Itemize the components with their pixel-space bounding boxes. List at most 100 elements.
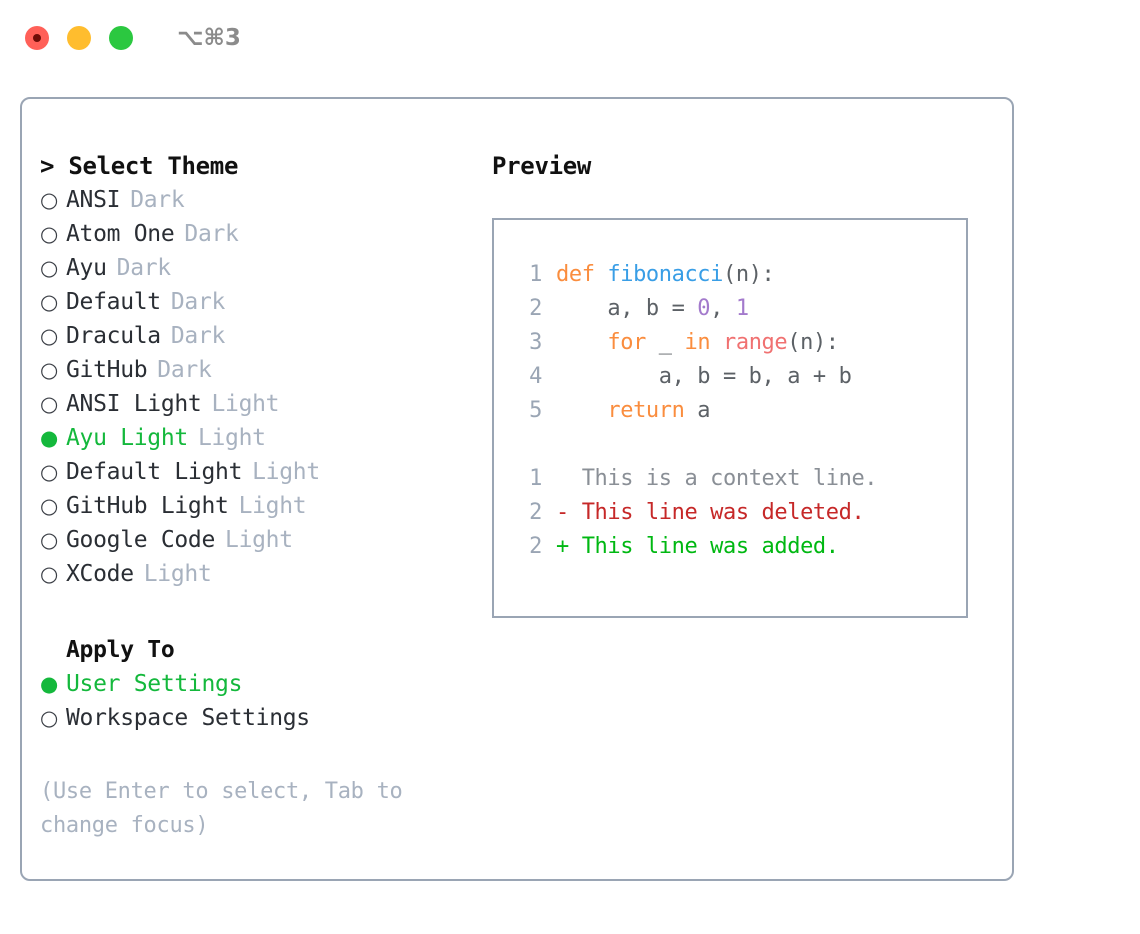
theme-option-ayu[interactable]: ○ Ayu Dark: [40, 251, 492, 285]
theme-option-label: ANSI: [66, 187, 121, 213]
theme-option-label: Default: [66, 289, 161, 315]
theme-option-variant-tag: Light: [238, 493, 307, 519]
code-token: _: [658, 330, 685, 355]
radio-unselected-icon: ○: [40, 256, 59, 280]
radio-unselected-icon: ○: [40, 324, 59, 348]
preview-heading: Preview: [492, 152, 592, 180]
diff-marker: [556, 462, 569, 496]
code-token: range: [723, 330, 788, 355]
diff-line: 2- This line was deleted.: [512, 496, 966, 530]
radio-unselected-icon: ○: [40, 494, 59, 518]
code-token: 0: [697, 296, 711, 321]
diff-marker: +: [556, 534, 569, 559]
code-token: a, b =: [556, 296, 698, 321]
close-button-icon[interactable]: [25, 26, 49, 50]
radio-unselected-icon: ○: [40, 460, 59, 484]
window-controls: [25, 26, 133, 50]
theme-option-variant-tag: Light: [143, 561, 212, 587]
code-line-text: a, b = 0, 1: [556, 292, 749, 326]
code-line-text: a, b = b, a + b: [556, 360, 852, 394]
code-line: 4 a, b = b, a + b: [512, 360, 966, 394]
apply-to-option-user-settings[interactable]: ●User Settings: [40, 667, 492, 701]
theme-option-variant-tag: Light: [225, 527, 293, 553]
code-token: (n):: [787, 330, 839, 355]
apply-to-heading: Apply To: [66, 637, 175, 663]
radio-unselected-icon: ○: [40, 188, 59, 212]
radio-unselected-icon: ○: [40, 706, 59, 730]
code-line-text: for _ in range(n):: [556, 326, 839, 360]
radio-unselected-icon: ○: [40, 562, 59, 586]
code-token: a: [697, 398, 711, 423]
theme-option-variant-tag: Dark: [170, 323, 226, 349]
title-bar: ⌥⌘3: [0, 0, 1140, 76]
code-token: a, b = b, a + b: [556, 364, 852, 389]
theme-option-github[interactable]: ○ GitHub Dark: [40, 353, 492, 387]
theme-option-label: GitHub: [66, 357, 148, 383]
theme-option-label: Ayu Light: [66, 425, 188, 451]
select-theme-heading-label: Select Theme: [68, 152, 239, 180]
code-line-number: 3: [529, 330, 542, 355]
diff-line-number: 1: [529, 466, 542, 491]
diff-line: 2 + This line was added.: [512, 530, 966, 564]
select-theme-heading: > Select Theme: [40, 149, 492, 183]
theme-option-variant-tag: Dark: [157, 357, 212, 383]
theme-option-variant-tag: Dark: [170, 289, 226, 315]
theme-option-label: ANSI Light: [66, 391, 202, 417]
maximize-button-icon[interactable]: [109, 26, 133, 50]
code-token: return: [556, 398, 698, 423]
theme-option-label: Ayu: [66, 255, 107, 281]
code-token: def: [556, 262, 608, 287]
code-line-number: 5: [529, 398, 542, 423]
radio-unselected-icon: ○: [40, 358, 59, 382]
diff-line-text: This line was added.: [568, 534, 839, 559]
code-token: fibonacci: [607, 262, 723, 287]
theme-option-label: Atom One: [66, 221, 175, 247]
apply-to-group: Apply To ●User Settings○Workspace Settin…: [40, 633, 492, 735]
diff-line-text: This line was deleted.: [568, 500, 865, 525]
diff-line-number: 2: [529, 534, 542, 559]
apply-to-option-workspace-settings[interactable]: ○Workspace Settings: [40, 701, 492, 735]
prompt-caret-icon: >: [40, 152, 55, 180]
code-token: 1: [735, 296, 749, 321]
theme-option-label: Google Code: [66, 527, 216, 553]
diff-line-number: 2: [529, 500, 542, 525]
code-line: 3 for _ in range(n):: [512, 326, 966, 360]
code-token: in: [684, 330, 724, 355]
apply-to-option-list: ●User Settings○Workspace Settings: [40, 667, 492, 735]
diff-sample-block: 1 This is a context line.2- This line wa…: [512, 462, 966, 564]
code-line-text: return a: [556, 394, 710, 428]
code-line-number: 1: [529, 262, 542, 287]
theme-option-label: Dracula: [66, 323, 161, 349]
theme-option-dracula[interactable]: ○ Dracula Dark: [40, 319, 492, 353]
theme-option-default[interactable]: ○ Default Dark: [40, 285, 492, 319]
code-line: 2 a, b = 0, 1: [512, 292, 966, 326]
minimize-button-icon[interactable]: [67, 26, 91, 50]
code-token: (n):: [723, 262, 775, 287]
keyboard-hint-text: (Use Enter to select, Tab to change focu…: [40, 779, 416, 838]
code-token: for: [556, 330, 659, 355]
diff-line-text: This is a context line.: [568, 466, 878, 491]
theme-option-variant-tag: Dark: [116, 255, 172, 281]
code-line-text: def fibonacci(n):: [556, 258, 775, 292]
diff-line: 1 This is a context line.: [512, 462, 966, 496]
radio-unselected-icon: ○: [40, 392, 59, 416]
code-line: 1 def fibonacci(n):: [512, 258, 966, 292]
theme-option-ansi[interactable]: ○ ANSI Dark: [40, 183, 492, 217]
radio-unselected-icon: ○: [40, 222, 59, 246]
radio-unselected-icon: ○: [40, 290, 59, 314]
theme-option-variant-tag: Dark: [130, 187, 185, 213]
